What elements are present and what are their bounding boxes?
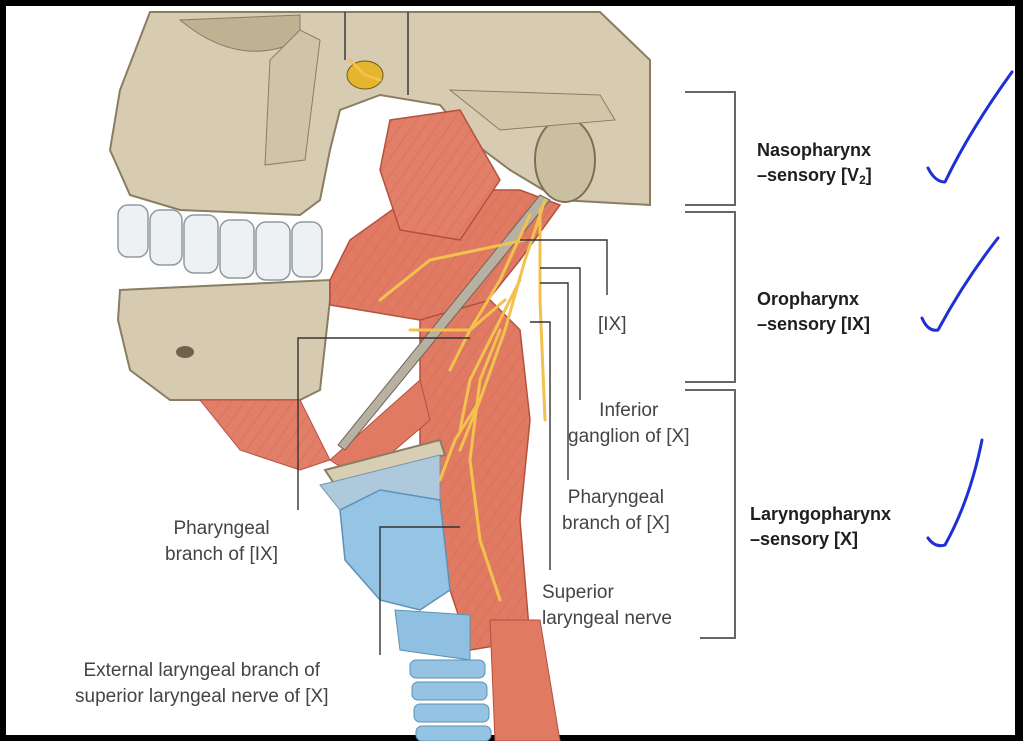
region-nasopharynx-sensory-text: –sensory [V [757,165,859,185]
esophagus-muscle [490,620,560,741]
checkmark-nasopharynx [928,72,1012,182]
label-superior-laryngeal: Superior laryngeal nerve [542,580,672,632]
region-oropharynx: Oropharynx –sensory [IX] [757,287,870,337]
label-pharyngeal-x-line2: branch of [X] [562,511,670,537]
region-nasopharynx: Nasopharynx –sensory [V2] [757,138,872,193]
region-nasopharynx-name: Nasopharynx [757,138,872,163]
region-nasopharynx-sensory: –sensory [V2] [757,163,872,193]
label-ix-nerve: [IX] [598,312,627,338]
label-pharyngeal-branch-x: Pharyngeal branch of [X] [562,485,670,537]
region-nasopharynx-suffix: ] [866,165,872,185]
region-nasopharynx-subscript: 2 [859,173,866,187]
label-pharyngeal-ix-line2: branch of [IX] [165,542,278,568]
label-ix-text: [IX] [598,314,627,335]
label-inferior-ganglion-line2: ganglion of [X] [568,424,689,450]
label-external-laryngeal-line2: superior laryngeal nerve of [X] [75,684,328,710]
label-pharyngeal-ix-line1: Pharyngeal [165,516,278,542]
label-superior-laryngeal-line1: Superior [542,580,672,606]
trachea-rings [410,660,491,741]
label-external-laryngeal: External laryngeal branch of superior la… [75,658,328,710]
label-superior-laryngeal-line2: laryngeal nerve [542,606,672,632]
region-laryngopharynx-name: Laryngopharynx [750,502,891,527]
label-inferior-ganglion: Inferior ganglion of [X] [568,398,689,450]
region-brackets [685,92,735,638]
region-oropharynx-sensory: –sensory [IX] [757,312,870,337]
label-inferior-ganglion-line1: Inferior [568,398,689,424]
region-laryngopharynx: Laryngopharynx –sensory [X] [750,502,891,552]
label-external-laryngeal-line1: External laryngeal branch of [75,658,328,684]
label-pharyngeal-x-line1: Pharyngeal [562,485,670,511]
checkmarks [922,72,1012,546]
thyroid-cartilage [340,490,450,610]
mastoid-process [535,118,595,202]
checkmark-laryngopharynx [928,440,982,546]
label-pharyngeal-branch-ix: Pharyngeal branch of [IX] [165,516,278,568]
region-oropharynx-name: Oropharynx [757,287,870,312]
checkmark-oropharynx [922,238,998,330]
region-laryngopharynx-sensory: –sensory [X] [750,527,891,552]
mental-foramen [176,346,194,358]
upper-teeth [118,205,322,280]
cricoid-cartilage [395,610,470,660]
